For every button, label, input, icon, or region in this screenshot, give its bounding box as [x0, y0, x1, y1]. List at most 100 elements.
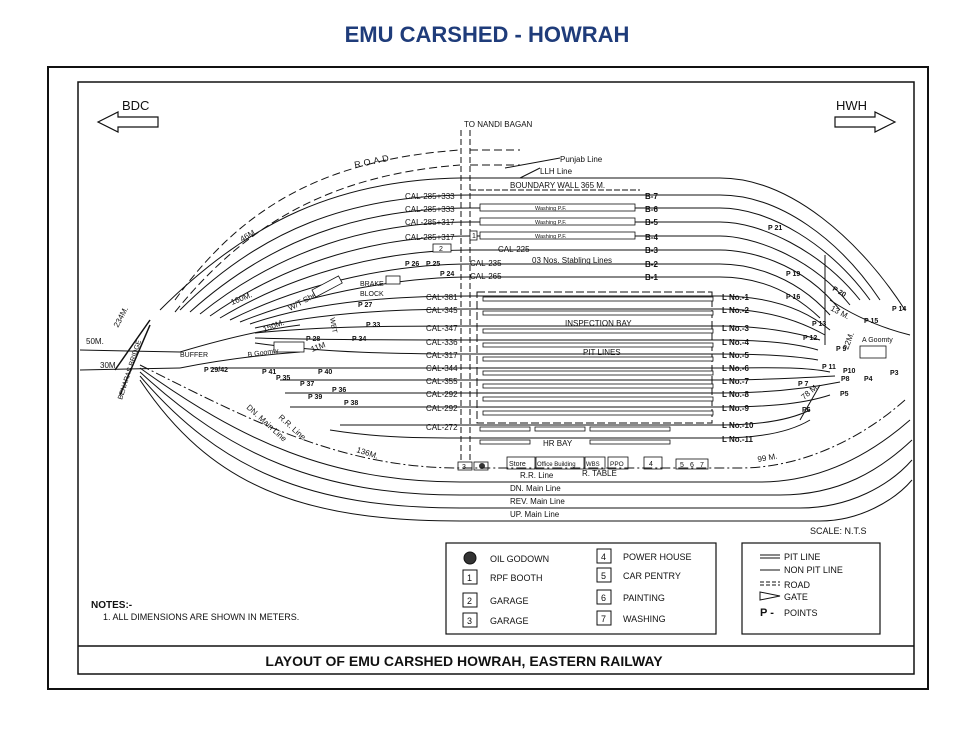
point-label: P 33 — [366, 322, 380, 329]
a-goomty-label: A Goomty — [862, 337, 893, 344]
b-label: B-3 — [645, 246, 658, 255]
building-5-number: 5 — [680, 462, 684, 469]
point-label: P 28 — [306, 336, 320, 343]
dim-46: 46M. — [239, 227, 259, 244]
legend-label: WASHING — [623, 614, 666, 624]
point-label: P 34 — [352, 336, 366, 343]
l-label: L No.-2 — [722, 306, 750, 315]
pit-lines-label: PIT LINES — [583, 348, 621, 357]
cal-label: CAL-347 — [426, 324, 458, 333]
key-road: ROAD — [784, 580, 811, 590]
point-label: P 29/42 — [204, 367, 228, 374]
b-label: B-7 — [645, 192, 658, 201]
hwh-label: HWH — [836, 98, 867, 113]
rr-line-bottom-label: R.R. Line — [520, 471, 554, 480]
brake-block-label-2: BLOCK — [360, 291, 384, 298]
point-label: P 26 — [405, 261, 419, 268]
dim-160: 160M. — [229, 290, 253, 307]
key-non-pit-line: NON PIT LINE — [784, 565, 843, 575]
l-label: L No.-11 — [722, 435, 754, 444]
point-label: P 25 — [426, 261, 440, 268]
legend-num: 6 — [601, 593, 606, 603]
cal-label: CAL-272 — [426, 423, 458, 432]
building-6-number: 6 — [690, 462, 694, 469]
cal-label: CAL-355 — [426, 377, 458, 386]
b-labels: B-7 B-6 B-5 B-4 B-3 B-2 B-1 — [645, 192, 658, 282]
l-label: L No.-10 — [722, 421, 754, 430]
point-label: P 35 — [276, 375, 290, 382]
legend-label: PAINTING — [623, 593, 665, 603]
point-label: P 24 — [440, 271, 454, 278]
office-building-label: Office Building — [537, 462, 576, 468]
rpf-booth-marker — [469, 230, 478, 241]
wbs-label: WBS — [586, 462, 600, 468]
legend-items: 1 RPF BOOTH 2 GARAGE 3 GARAGE 4 POWER HO… — [462, 548, 692, 628]
point-label: P 12 — [803, 335, 817, 342]
key-box — [741, 542, 881, 635]
legend-num: 3 — [467, 616, 472, 626]
b-label: B-6 — [645, 205, 658, 214]
point-label: P6 — [802, 407, 811, 414]
cal-labels-lower: CAL-381 CAL-345 CAL-347 CAL-336 CAL-317 … — [426, 293, 458, 432]
footer-title: LAYOUT OF EMU CARSHED HOWRAH, EASTERN RA… — [265, 653, 663, 669]
pit-lines — [210, 295, 841, 426]
point-label: P 13 — [812, 321, 826, 328]
point-label: P 14 — [892, 306, 906, 313]
oil-godown-label: OIL GODOWN — [490, 554, 549, 564]
notes-line-1: 1. ALL DIMENSIONS ARE SHOWN IN METERS. — [103, 612, 299, 622]
b-label: B-1 — [645, 273, 658, 282]
point-label: P4 — [864, 376, 873, 383]
hr-bay-label: HR BAY — [543, 439, 573, 448]
brake-block — [385, 275, 401, 285]
l-labels: L No.-1 L No.-2 L No.-3 L No.-4 L No.-5 … — [722, 293, 754, 444]
cal-labels-upper: CAL-285+333 CAL-285+333 CAL-285+317 CAL-… — [405, 192, 530, 281]
point-label: P3 — [890, 370, 899, 377]
road-curves — [174, 149, 520, 313]
left-approach — [79, 319, 301, 396]
key-points: POINTS — [784, 608, 818, 618]
legend-label: POWER HOUSE — [623, 552, 692, 562]
cal-label: CAL-225 — [498, 245, 530, 254]
cal-label: CAL-345 — [426, 306, 458, 315]
dim-136: 136M. — [355, 445, 379, 460]
bdc-label: BDC — [122, 98, 149, 113]
rpf-booth-number: 1 — [472, 233, 476, 240]
boundary-wall-label: BOUNDARY WALL 365 M. — [510, 181, 605, 190]
point-label: P 37 — [300, 381, 314, 388]
to-nandi-bagan-label: TO NANDI BAGAN — [464, 120, 533, 129]
washing-platforms: Washing P.F. Washing P.F. Washing P.F. — [479, 203, 636, 240]
stabling-lines-label: 03 Nos. Stabling Lines — [532, 256, 612, 265]
key-symbols — [759, 554, 781, 601]
inner-frame — [77, 81, 915, 675]
cal-label: CAL-317 — [426, 351, 458, 360]
wt-shed — [311, 275, 343, 298]
b-label: B-4 — [645, 233, 658, 242]
buffer-label: BUFFER — [180, 352, 208, 359]
cal-label: CAL-285+317 — [405, 218, 455, 227]
hwh-arrow: HWH — [834, 98, 897, 133]
point-label: P 7 — [798, 381, 808, 388]
b-label: B-5 — [645, 218, 658, 227]
top-tracks — [159, 157, 906, 311]
point-label: P 16 — [786, 294, 800, 301]
wbt-label: WBT — [328, 317, 338, 334]
punjab-line-label: Punjab Line — [560, 155, 603, 164]
point-label: P 41 — [262, 369, 276, 376]
point-label: P5 — [840, 391, 849, 398]
hr-bay-tracks — [329, 419, 811, 439]
point-label: P 20 — [831, 286, 847, 299]
point-label: P 21 — [768, 225, 782, 232]
legend-box — [445, 542, 717, 635]
cal-label: CAL-381 — [426, 293, 458, 302]
point-label: P 11 — [822, 364, 836, 371]
right-tracks — [799, 255, 911, 421]
point-label: P 9 — [836, 346, 846, 353]
cal-label: CAL-285+333 — [405, 192, 455, 201]
l-label: L No.-4 — [722, 338, 750, 347]
cal-label: CAL-292 — [426, 390, 458, 399]
outer-frame — [47, 66, 929, 690]
stabling-lines — [179, 194, 881, 323]
a-goomty — [859, 345, 887, 359]
inspection-bay-label: INSPECTION BAY — [565, 319, 632, 328]
main-lines — [139, 364, 913, 522]
